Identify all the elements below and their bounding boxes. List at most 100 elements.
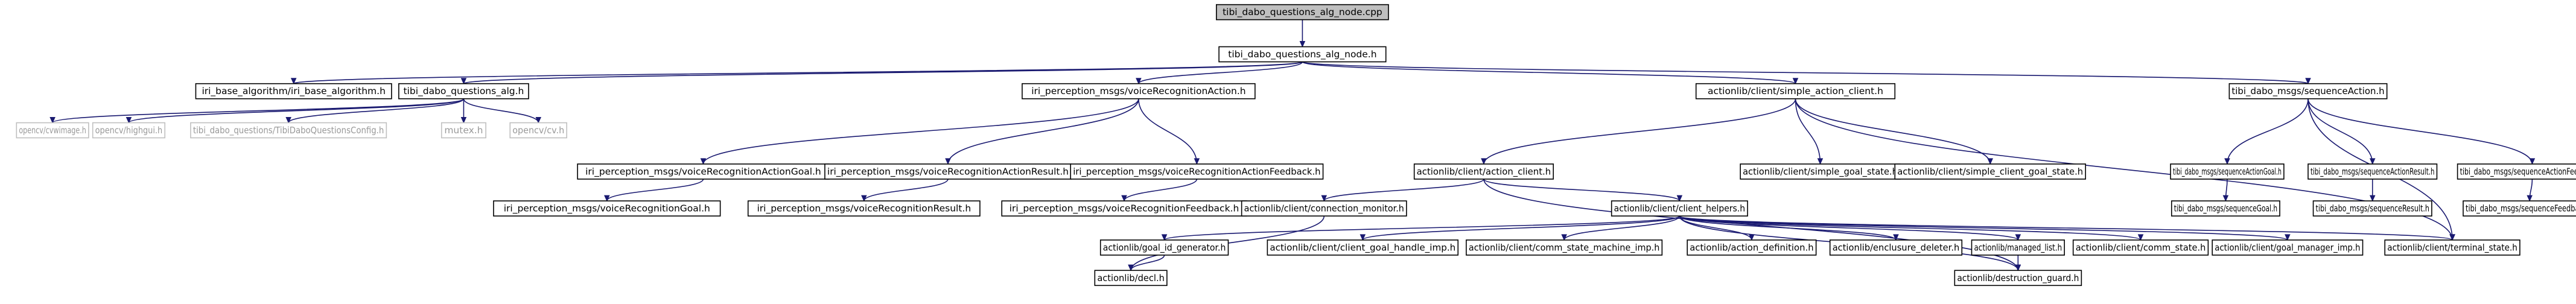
file-node-seq-action[interactable]: tibi_dabo_msgs/sequenceAction.h [2228,83,2388,100]
file-node-vr-feedback[interactable]: iri_perception_msgs/voiceRecognitionFeed… [1001,200,1247,217]
file-node-vr-feedback-action[interactable]: iri_perception_msgs/voiceRecognitionActi… [1070,163,1324,180]
node-label: tibi_dabo_msgs/sequenceActionFeedback.h [2460,166,2576,177]
edge-line [2227,98,2309,164]
dependency-edge-goal_id_generator-to-decl [1128,255,1165,271]
edge-arrowhead [1360,234,1366,241]
dependency-edge-vr_action-to-vr_feedback_action [1138,98,1200,165]
dependency-edge-simple_action_client-to-action_client [1481,98,1796,165]
file-node-comm-state[interactable]: actionlib/client/comm_state.h [2072,239,2209,256]
node-box [493,200,721,217]
node-box [577,163,830,180]
edge-arrowhead [2527,195,2533,202]
file-node-managed-list[interactable]: actionlib/managed_list.h [1971,239,2065,256]
file-node-cvwimage: opencv/cvwimage.h [16,122,89,139]
node-box [1099,239,1229,256]
node-box [1466,239,1663,256]
dependency-edge-client_helpers-to-enclusure_deleter [1679,215,1899,241]
file-node-goal-manager-imp[interactable]: actionlib/client/goal_manager_imp.h [2212,239,2364,256]
edge-arrowhead [2137,234,2144,241]
file-node-vr-action[interactable]: iri_perception_msgs/voiceRecognitionActi… [1022,83,1256,100]
node-label: actionlib/decl.h [1097,273,1165,283]
dependency-edge-seq_goal_action-to-seq_goal [2222,179,2229,202]
node-box [2307,163,2438,180]
node-label: actionlib/client/connection_monitor.h [1244,203,1404,215]
node-label: tibi_dabo_questions_alg_node.cpp [1223,7,1382,18]
file-node-vr-result[interactable]: iri_perception_msgs/voiceRecognitionResu… [747,200,981,217]
file-node-client-goal-handle-imp[interactable]: actionlib/client/client_goal_handle_imp.… [1267,239,1459,256]
file-node-seq-goal[interactable]: tibi_dabo_msgs/sequenceGoal.h [2171,200,2280,217]
file-node-simple-goal-state[interactable]: actionlib/client/simple_goal_state.h [1740,163,1901,180]
dependency-edge-vr_action-to-vr_goal_action [700,98,1139,165]
node-box [2463,200,2576,217]
node-box [1695,83,1896,100]
file-node-seq-feedback[interactable]: tibi_dabo_msgs/sequenceFeedback.h [2463,200,2576,217]
edge-arrowhead [604,195,610,202]
node-label: actionlib/client/simple_action_client.h [1708,86,1883,97]
dependency-edge-alg_h-to-highgui [126,98,465,124]
file-node-alg-h[interactable]: tibi_dabo_questions_alg.h [398,83,529,100]
node-label: actionlib/action_definition.h [1690,242,1813,253]
node-box [2072,239,2209,256]
node-label: iri_perception_msgs/voiceRecognitionActi… [827,166,1069,177]
file-node-seq-goal-action[interactable]: tibi_dabo_msgs/sequenceActionGoal.h [2170,163,2285,180]
edge-arrowhead [1121,195,1127,202]
node-label: actionlib/client/simple_goal_state.h [1743,166,1898,177]
file-node-connection-monitor[interactable]: actionlib/client/connection_monitor.h [1241,200,1407,217]
edge-arrowhead [1128,264,1134,271]
file-node-node-h[interactable]: tibi_dabo_questions_alg_node.h [1218,46,1387,63]
file-node-comm-state-machine-imp[interactable]: actionlib/client/comm_state_machine_imp.… [1466,239,1663,256]
file-node-action-client[interactable]: actionlib/client/action_client.h [1413,163,1554,180]
file-node-vr-goal[interactable]: iri_perception_msgs/voiceRecognitionGoal… [493,200,721,217]
dependency-edge-client_helpers-to-goal_manager_imp [1679,215,2291,241]
file-node-destruction-guard[interactable]: actionlib/destruction_guard.h [1954,270,2082,287]
node-label: actionlib/managed_list.h [1974,242,2062,253]
file-node-enclusure-deleter[interactable]: actionlib/enclusure_deleter.h [1829,239,1963,256]
file-node-simple-action-client[interactable]: actionlib/client/simple_action_client.h [1695,83,1896,100]
node-box [1218,46,1387,63]
edge-line [1679,215,2019,241]
edge-arrowhead [945,158,951,165]
file-node-cv: opencv/cv.h [509,122,567,139]
file-node-config: tibi_dabo_questions/TibiDaboQuestionsCon… [190,122,387,139]
edge-arrowhead [2305,78,2311,84]
file-node-action-definition[interactable]: actionlib/action_definition.h [1687,239,1817,256]
file-node-seq-result[interactable]: tibi_dabo_msgs/sequenceResult.h [2312,200,2432,217]
edge-arrowhead [1987,158,1993,165]
file-node-simple-client-goal-state[interactable]: actionlib/client/simple_client_goal_stat… [1894,163,2086,180]
file-node-seq-feedback-action[interactable]: tibi_dabo_msgs/sequenceActionFeedback.h [2457,163,2576,180]
dependency-edge-node_h-to-simple_action_client [1302,61,1799,84]
dependency-edge-client_helpers-to-client_goal_handle_imp [1360,215,1681,241]
edge-line [1679,215,2453,241]
edge-line [1483,98,1796,165]
file-node-vr-result-action[interactable]: iri_perception_msgs/voiceRecognitionActi… [824,163,1072,180]
edge-arrowhead [2015,234,2021,241]
file-node-goal-id-generator[interactable]: actionlib/goal_id_generator.h [1099,239,1229,256]
node-label: actionlib/client/simple_client_goal_stat… [1897,166,2083,177]
node-label: tibi_dabo_msgs/sequenceActionResult.h [2310,166,2434,177]
file-node-terminal-state[interactable]: actionlib/client/terminal_state.h [2384,239,2520,256]
edge-line [463,61,1303,84]
node-box [2212,239,2364,256]
edge-arrowhead [1321,195,1328,202]
node-box [2228,83,2388,100]
file-node-vr-goal-action[interactable]: iri_perception_msgs/voiceRecognitionActi… [577,163,830,180]
node-box [1001,200,1247,217]
node-label: tibi_dabo_msgs/sequenceActionGoal.h [2173,166,2282,177]
dependency-edge-client_helpers-to-comm_state_machine_imp [1561,215,1681,241]
node-box [1070,163,1324,180]
node-label: actionlib/client/client_goal_handle_imp.… [1270,242,1455,253]
file-node-decl[interactable]: actionlib/decl.h [1094,270,1168,287]
dependency-edge-vr_feedback_action-to-vr_feedback [1121,179,1198,202]
edge-arrowhead [460,117,467,124]
file-node-seq-result-action[interactable]: tibi_dabo_msgs/sequenceActionResult.h [2307,163,2438,180]
edge-line [863,179,949,201]
dependency-edge-alg_h-to-cv [463,98,541,124]
edge-arrowhead [285,117,291,124]
file-node-client-helpers[interactable]: actionlib/client/client_helpers.h [1611,200,1748,217]
edge-line [288,98,465,124]
edge-arrowhead [1561,234,1567,241]
edge-arrowhead [2222,195,2229,202]
dependency-edge-seq_action-to-seq_goal_action [2224,98,2309,165]
file-node-iri-base-algorithm[interactable]: iri_base_algorithm/iri_base_algorithm.h [195,83,392,100]
